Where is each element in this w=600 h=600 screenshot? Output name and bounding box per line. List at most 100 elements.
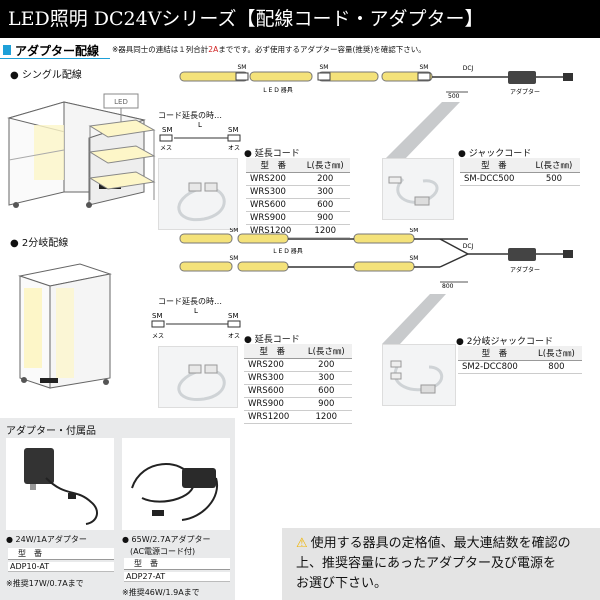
adapter-65w-note: ※推奨46W/1.9Aまで xyxy=(122,588,200,597)
sm-label-5: SM xyxy=(230,255,239,262)
single-cord-sketch: SM SM L メス オス xyxy=(159,121,241,152)
jack-cord-photo xyxy=(382,158,454,220)
capacity-note-prefix: ※器具同士の連結は１列合計 xyxy=(112,45,209,54)
sm-label-1: SM xyxy=(238,64,247,71)
cord-extension-note: コード延長の時… xyxy=(158,111,222,120)
adapter-24w-header: 型 番 xyxy=(8,548,114,560)
adapter-65w-caption2: (AC電源コード付) xyxy=(130,547,196,556)
cord-osu: オス xyxy=(228,145,240,152)
single-jack-pointer xyxy=(384,102,460,160)
single-ext-table-title: ● 延長コード xyxy=(244,149,300,159)
cell-model: SM-DCC500 xyxy=(460,172,528,186)
cell-model: WRS600 xyxy=(244,384,301,398)
sm-label-4: SM xyxy=(230,228,239,234)
adapter-24w-model: ADP10-AT xyxy=(8,562,114,572)
cord-osu-2: オス xyxy=(228,333,240,340)
branch-jack-pointer xyxy=(382,294,446,344)
col-header-model: 型 番 xyxy=(460,158,528,173)
col-header-length: L(長さ㎜) xyxy=(300,344,352,359)
cell-length: 1200 xyxy=(300,410,352,424)
adapter-65w-header: 型 番 xyxy=(124,558,230,570)
adapter-65w-photo xyxy=(122,438,230,530)
cell-length: 600 xyxy=(300,198,350,212)
cell-length: 800 xyxy=(530,360,582,374)
warning-text-2: 上、推奨容量にあったアダプター及び電源を xyxy=(296,556,557,571)
capacity-note: ※器具同士の連結は１列合計2Aまでです。必ず使用するアダプター容量(推奨)を確認… xyxy=(112,44,426,55)
branch-cabinet-illustration xyxy=(18,263,112,389)
dcj-label-2: DCJ xyxy=(463,243,474,250)
cell-length: 300 xyxy=(300,371,352,385)
warning-box: ⚠使用する器具の定格値、最大連結数を確認の 上、推奨容量にあったアダプター及び電… xyxy=(282,528,600,600)
section-title: アダプター配線 xyxy=(15,44,100,58)
single-wiring-label: ● シングル配線 xyxy=(10,70,82,81)
section-underline xyxy=(0,58,110,59)
cell-length: 1200 xyxy=(300,224,350,238)
adapter-65w-model: ADP27-AT xyxy=(124,572,230,582)
cell-length: 900 xyxy=(300,211,350,225)
cord-sm-right-2: SM xyxy=(228,312,238,320)
cell-model: WRS200 xyxy=(246,172,301,186)
cell-model: SM2-DCC800 xyxy=(458,360,531,374)
cord-length-label: L xyxy=(198,121,202,129)
capacity-note-highlight: 2A xyxy=(208,45,219,54)
col-header-length: L(長さ㎜) xyxy=(530,346,582,361)
cord-extension-note-2: コード延長の時… xyxy=(158,297,222,306)
single-jack-table-title: ● ジャックコード xyxy=(458,149,532,159)
col-header-model: 型 番 xyxy=(244,344,301,359)
col-header-length: L(長さ㎜) xyxy=(300,158,350,173)
adapter-24w-caption: ● 24W/1Aアダプター xyxy=(6,535,87,544)
cell-length: 200 xyxy=(300,172,350,186)
single-wiring-diagram: SM SM SM L E D 器具 DCJ 500 アダプター xyxy=(179,64,573,100)
cord-sm-left: SM xyxy=(162,126,172,134)
warning-text-1: 使用する器具の定格値、最大連結数を確認の xyxy=(310,536,571,551)
cord-sm-right: SM xyxy=(228,126,238,134)
extension-cord-photo-2 xyxy=(158,346,238,408)
cell-length: 500 xyxy=(527,172,580,186)
sm-label-3: SM xyxy=(420,64,429,71)
cell-model: WRS1200 xyxy=(244,410,301,424)
capacity-note-suffix: までです。必ず使用するアダプター容量(推奨)を確認下さい。 xyxy=(218,45,426,54)
svg-text:LED: LED xyxy=(114,98,128,106)
adapter-65w-caption: ● 65W/2.7Aアダプター xyxy=(122,535,211,544)
warning-line-1: ⚠使用する器具の定格値、最大連結数を確認の xyxy=(296,534,592,554)
cell-model: WRS900 xyxy=(246,211,301,225)
extension-cord-photo xyxy=(158,158,238,230)
cell-model: WRS900 xyxy=(244,397,301,411)
cell-model: WRS600 xyxy=(246,198,301,212)
adapter-24w-photo xyxy=(6,438,114,530)
dim-500: 500 xyxy=(448,93,460,100)
adapter-24w-note: ※推奨17W/0.7Aまで xyxy=(6,579,84,588)
adapter-label: アダプター xyxy=(510,88,540,96)
warning-text-3: お選び下さい。 xyxy=(296,576,388,591)
accessories-title: アダプター・付属品 xyxy=(6,426,96,437)
single-shelf-illustration: LED xyxy=(88,93,156,200)
page-title: LED照明 DC24Vシリーズ【配線コード・アダプター】 xyxy=(0,0,600,38)
cord-mesu-2: メス xyxy=(152,333,164,340)
branch-jack-table-title: ● 2分岐ジャックコード xyxy=(456,337,553,347)
branch-wiring-label: ● 2分岐配線 xyxy=(10,238,69,249)
sm-label-7: SM xyxy=(410,255,419,262)
sm-label-2: SM xyxy=(320,64,329,71)
cell-length: 900 xyxy=(300,397,352,411)
cell-length: 300 xyxy=(300,185,350,199)
warning-icon: ⚠ xyxy=(296,536,308,551)
adapter-label-2: アダプター xyxy=(510,266,540,274)
col-header-length: L(長さ㎜) xyxy=(527,158,580,173)
col-header-model: 型 番 xyxy=(458,346,531,361)
cord-sm-left-2: SM xyxy=(152,312,162,320)
led-fixture-label-2: L E D 器具 xyxy=(273,248,302,255)
led-fixture-label: L E D 器具 xyxy=(263,87,292,94)
